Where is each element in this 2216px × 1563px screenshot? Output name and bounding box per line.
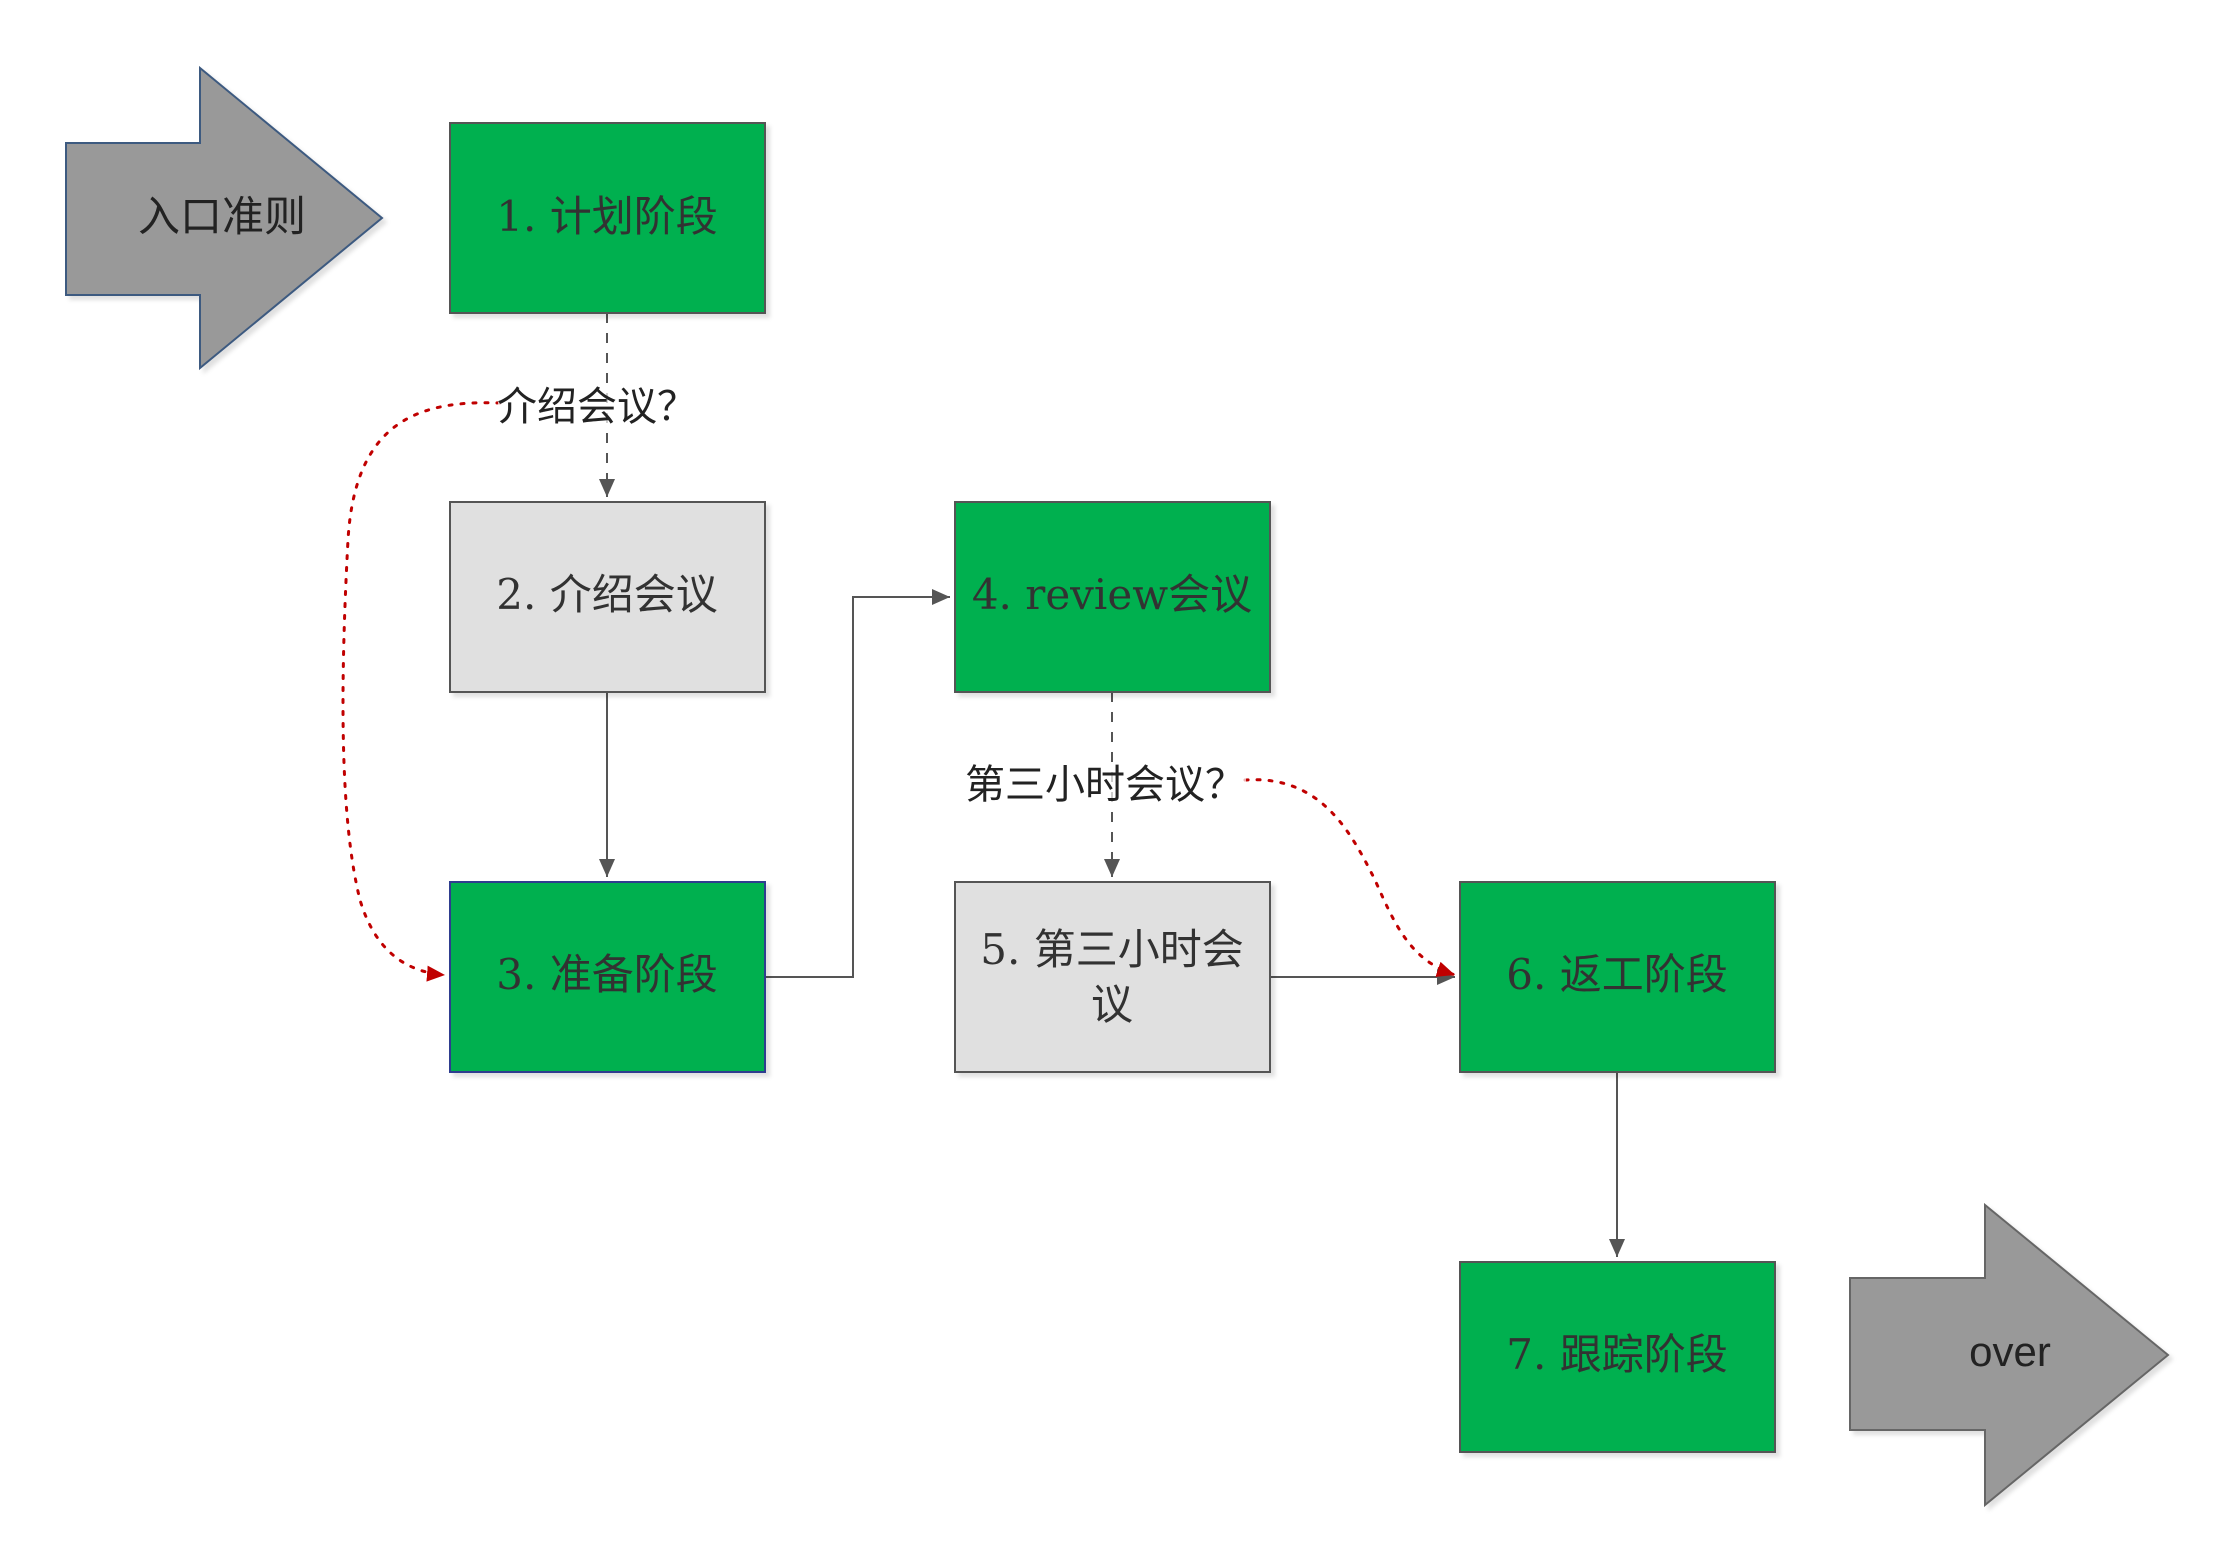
step-5-third-hour: 5. 第三小时会 议 — [954, 881, 1271, 1073]
step-1-label: 1. 计划阶段 — [496, 192, 717, 241]
optional-skip-intro-path — [341, 401, 502, 982]
step-6-rework: 6. 返工阶段 — [1459, 881, 1776, 1073]
step-4-review: 4. review会议 — [954, 501, 1271, 693]
step-3-prepare: 3. 准备阶段 — [449, 881, 766, 1073]
step-2-label: 2. 介绍会议 — [496, 570, 717, 619]
step-1-plan: 1. 计划阶段 — [449, 122, 766, 314]
step-5-label-line1: 5. 第三小时会 — [980, 925, 1243, 974]
optional-skip-third-hour-path — [1243, 778, 1457, 977]
step-2-kickoff: 2. 介绍会议 — [449, 501, 766, 693]
exit-arrow: over — [1849, 1202, 2170, 1508]
step-3-label: 3. 准备阶段 — [496, 950, 717, 999]
optional-intro-label: 介绍会议？ — [497, 384, 697, 430]
connector-3-to-4 — [765, 589, 950, 978]
step-7-follow-up: 7. 跟踪阶段 — [1459, 1261, 1776, 1453]
exit-label: over — [1969, 1328, 2051, 1375]
step-6-label: 6. 返工阶段 — [1506, 950, 1727, 999]
step-5-label-line2: 议 — [1091, 980, 1133, 1029]
connectors — [341, 313, 1625, 1257]
step-4-label: 4. review会议 — [972, 570, 1252, 619]
connector-labels: 介绍会议？ 第三小时会议？ — [497, 384, 1246, 809]
entry-criteria-arrow: 入口准则 — [65, 65, 384, 371]
step-7-label: 7. 跟踪阶段 — [1506, 1330, 1727, 1379]
entry-criteria-label: 入口准则 — [138, 192, 306, 241]
optional-third-hour-label: 第三小时会议？ — [965, 762, 1245, 808]
